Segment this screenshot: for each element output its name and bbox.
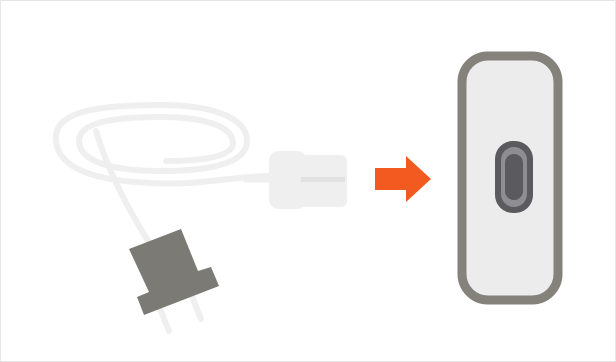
coiled-power-cord-icon bbox=[56, 105, 271, 246]
cable-connector-icon bbox=[246, 151, 347, 209]
wall-plug-icon bbox=[129, 229, 219, 331]
arrow-right-icon bbox=[375, 156, 431, 202]
power-inlet-icon bbox=[495, 141, 533, 213]
